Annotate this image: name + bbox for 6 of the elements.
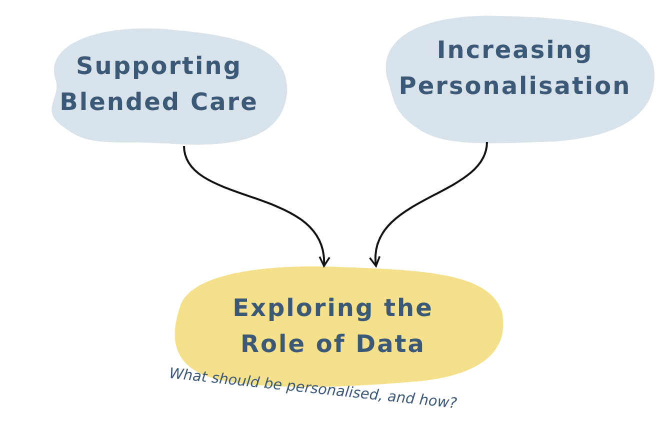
blob-label: Supporting Blended Care — [58, 51, 260, 118]
caption-text: What should be personalised, and how? — [168, 366, 458, 412]
curved-arrow — [370, 142, 488, 267]
blob-label: Increasing Personalisation — [398, 35, 632, 102]
blob-label: Exploring the Role of Data — [232, 293, 434, 360]
curved-arrow — [183, 146, 330, 267]
